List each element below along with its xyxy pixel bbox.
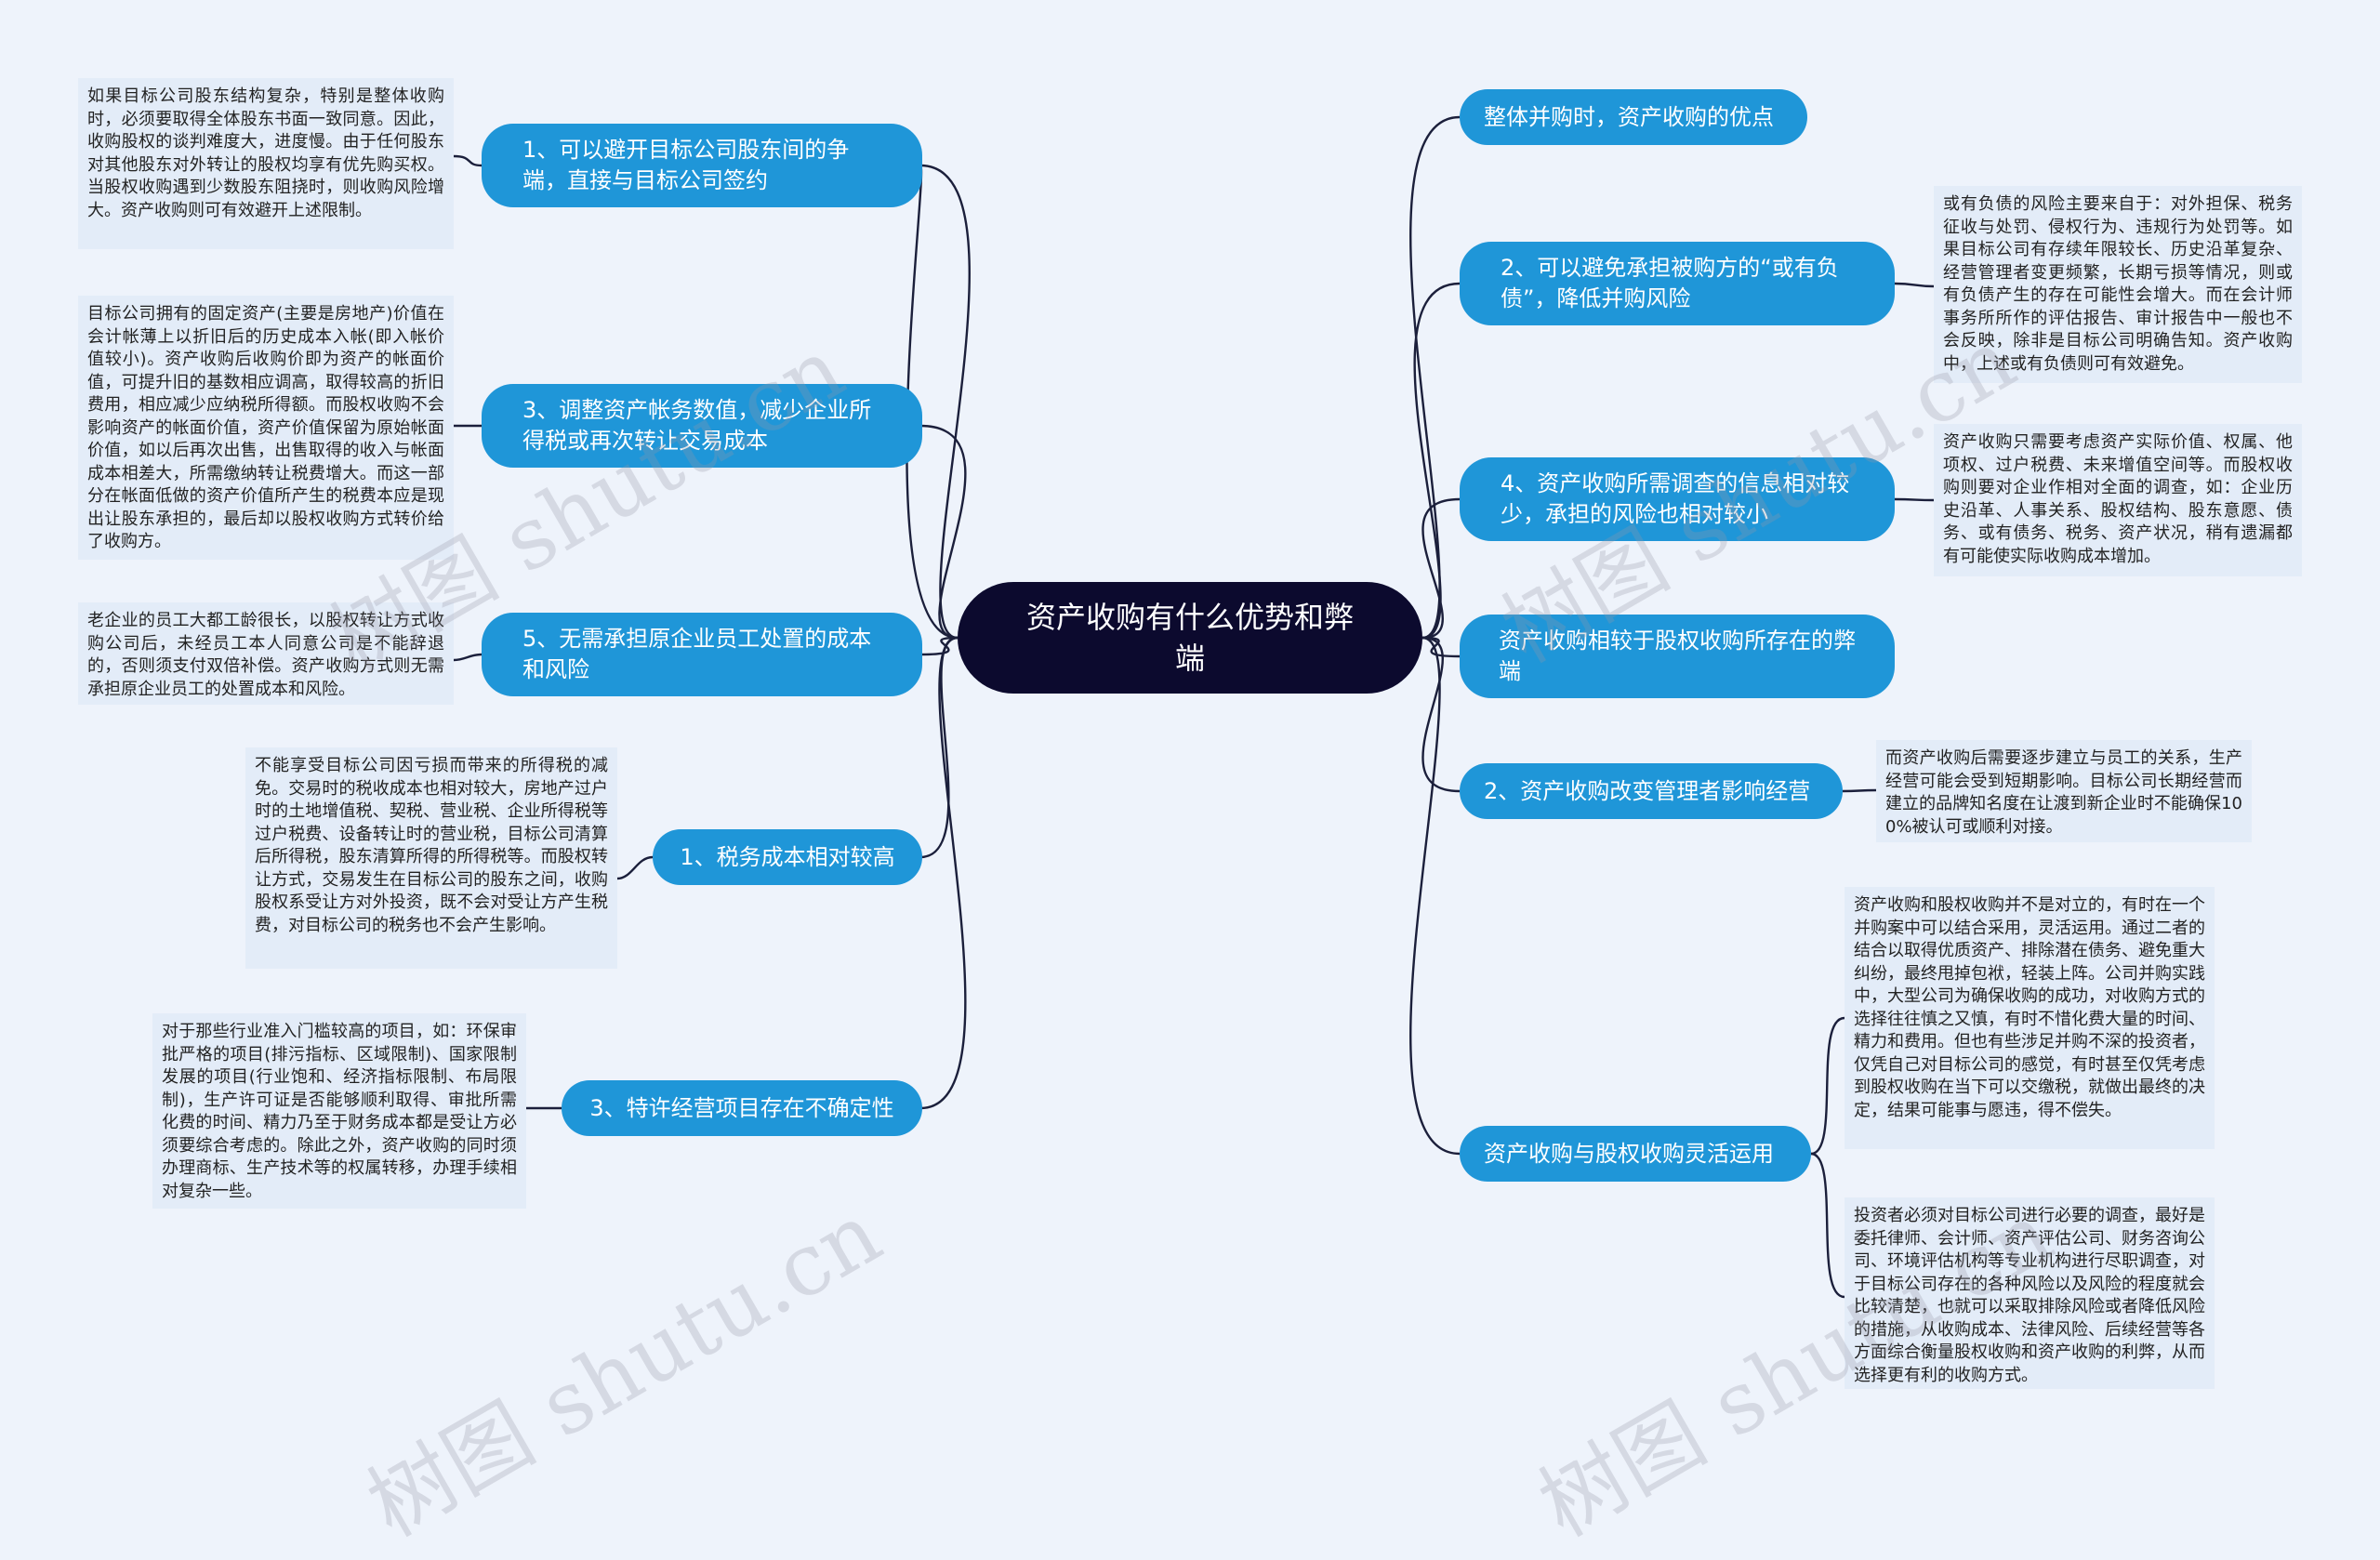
branch-label: 1、税务成本相对较高	[680, 843, 895, 870]
branch-node-right-2[interactable]: 2、可以避免承担被购方的“或有负债”，降低并购风险	[1460, 242, 1895, 325]
note-left-2: 目标公司拥有的固定资产(主要是房地产)价值在会计帐薄上以折旧后的历史成本入帐(即…	[78, 296, 454, 560]
branch-node-right-5[interactable]: 2、资产收购改变管理者影响经营	[1460, 763, 1843, 819]
edge-root-right-5	[1421, 636, 1461, 793]
note-right-5: 而资产收购后需要逐步建立与员工的关系，生产经营可能会受到短期影响。目标公司长期经…	[1876, 740, 2252, 842]
root-node[interactable]: 资产收购有什么优势和弊端	[958, 582, 1422, 694]
edge-right-6-note-b	[1810, 1152, 1845, 1299]
branch-label: 4、资产收购所需调查的信息相对较少，承担的风险也相对较小	[1501, 470, 1850, 527]
note-left-5: 对于那些行业准入门槛较高的项目，如：环保审批严格的项目(排污指标、区域限制)、国…	[152, 1013, 526, 1209]
root-title: 资产收购有什么优势和弊端	[1025, 600, 1354, 676]
edge-root-left-5	[919, 636, 967, 1110]
note-left-3: 老企业的员工大都工龄很长，以股权转让方式收购公司后，未经员工本人同意公司是不能辞…	[78, 602, 454, 705]
edge-left-3-note	[453, 653, 483, 662]
note-left-1: 如果目标公司股东结构复杂，特别是整体收购时，必须要取得全体股东书面一致同意。因此…	[78, 78, 454, 249]
branch-node-right-6[interactable]: 资产收购与股权收购灵活运用	[1460, 1126, 1811, 1182]
edge-left-1-note	[453, 154, 483, 167]
edge-left-4-note	[616, 855, 654, 880]
note-right-6a: 资产收购和股权收购并不是对立的，有时在一个并购案中可以结合采用，灵活运用。通过二…	[1844, 887, 2215, 1149]
branch-node-left-2[interactable]: 3、调整资产帐务数值，减少企业所得税或再次转让交易成本	[482, 384, 922, 468]
branch-node-left-3[interactable]: 5、无需承担原企业员工处置的成本和风险	[482, 613, 922, 696]
edge-right-2-note	[1894, 282, 1935, 288]
branch-label: 2、资产收购改变管理者影响经营	[1484, 777, 1811, 804]
note-right-2: 或有负债的风险主要来自于：对外担保、税务征收与处罚、侵权行为、违规行为处罚等。如…	[1934, 186, 2302, 383]
branch-label: 3、调整资产帐务数值，减少企业所得税或再次转让交易成本	[522, 397, 872, 454]
edge-root-right-2	[1413, 282, 1461, 640]
edge-right-5-note	[1842, 788, 1877, 793]
branch-node-left-1[interactable]: 1、可以避开目标公司股东间的争端，直接与目标公司签约	[482, 124, 922, 207]
connector-lines	[453, 115, 1935, 1299]
branch-node-right-4[interactable]: 资产收购相较于股权收购所存在的弊端	[1460, 615, 1895, 698]
branch-label: 5、无需承担原企业员工处置的成本和风险	[522, 626, 872, 682]
mind-map-canvas: 资产收购有什么优势和弊端 1、可以避开目标公司股东间的争端，直接与目标公司签约 …	[78, 78, 2302, 1556]
branch-node-left-4[interactable]: 1、税务成本相对较高	[653, 829, 922, 885]
branch-label: 2、可以避免承担被购方的“或有负债”，降低并购风险	[1501, 255, 1839, 311]
branch-node-right-1[interactable]: 整体并购时，资产收购的优点	[1460, 89, 1807, 145]
edge-root-left-2	[919, 424, 967, 640]
note-right-6b: 投资者必须对目标公司进行必要的调查，最好是委托律师、会计师、资产评估公司、财务咨…	[1844, 1197, 2215, 1389]
edge-root-right-3	[1421, 497, 1461, 640]
branch-node-right-3[interactable]: 4、资产收购所需调查的信息相对较少，承担的风险也相对较小	[1460, 457, 1895, 541]
edge-root-right-6	[1409, 636, 1461, 1156]
branch-label: 1、可以避开目标公司股东间的争端，直接与目标公司签约	[522, 137, 850, 193]
note-left-4: 不能享受目标公司因亏损而带来的所得税的减免。交易时的税收成本也相对较大，房地产过…	[245, 747, 617, 969]
edge-root-right-1	[1409, 115, 1461, 640]
note-right-3: 资产收购只需要考虑资产实际价值、权属、他项权、过户税费、未来增值空间等。而股权收…	[1934, 424, 2302, 576]
edge-right-6-note-a	[1810, 1016, 1845, 1156]
branch-label: 资产收购与股权收购灵活运用	[1484, 1140, 1774, 1167]
branch-label: 整体并购时，资产收购的优点	[1484, 103, 1774, 130]
branch-label: 3、特许经营项目存在不确定性	[589, 1094, 894, 1121]
branch-node-left-5[interactable]: 3、特许经营项目存在不确定性	[562, 1080, 922, 1136]
branch-label: 资产收购相较于股权收购所存在的弊端	[1499, 628, 1856, 684]
edge-right-3-note	[1894, 497, 1935, 502]
edge-root-left-1b	[919, 164, 971, 640]
